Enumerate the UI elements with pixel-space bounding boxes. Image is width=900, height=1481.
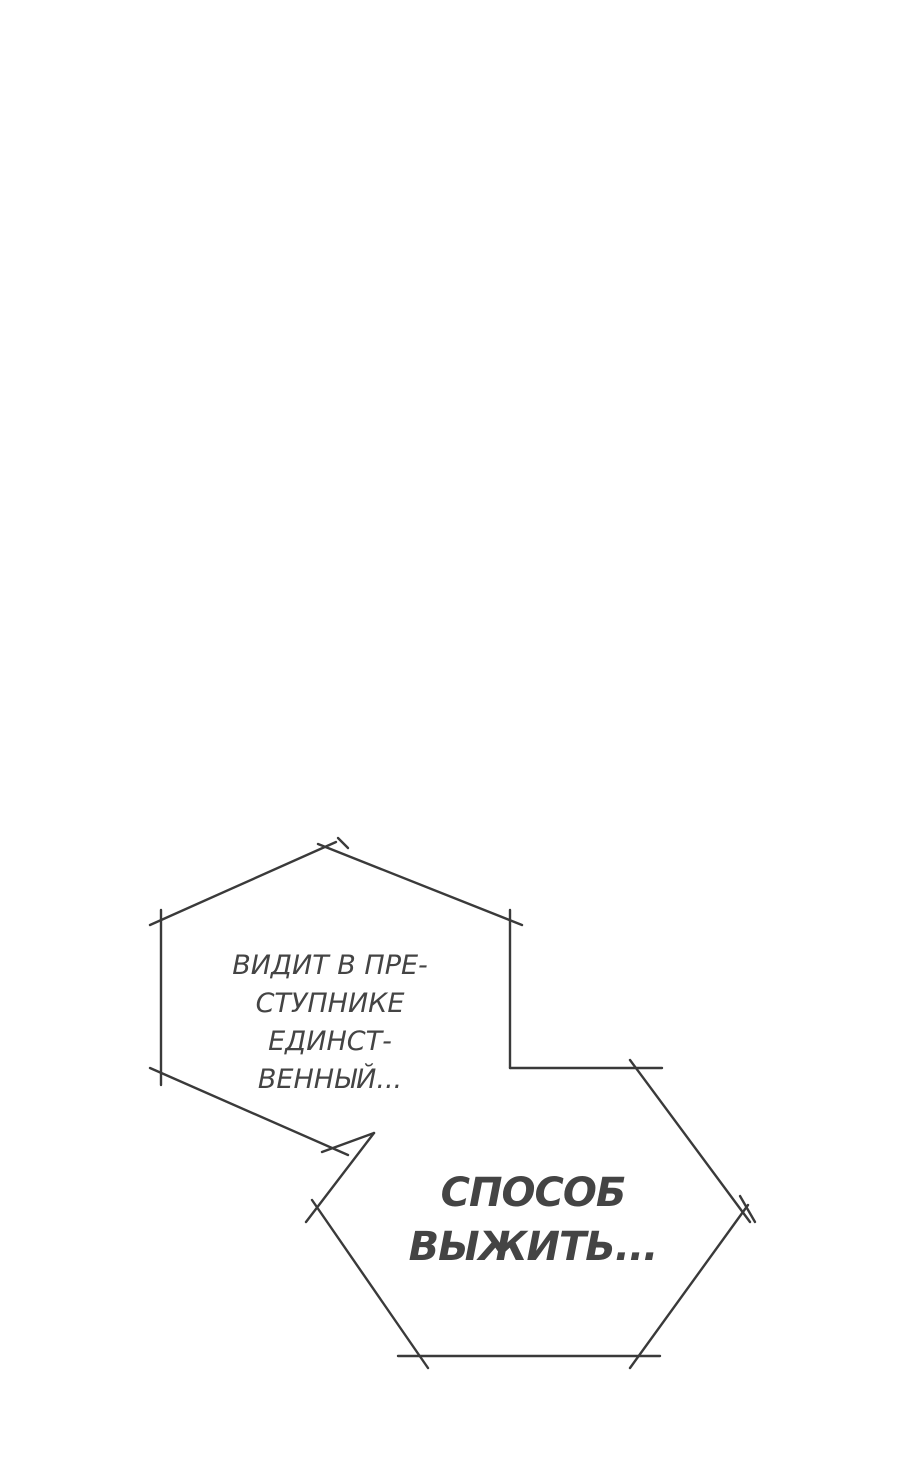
caption-top-text: видит в пре- ступнике единст- венный... (190, 947, 470, 1099)
caption-top-line-3: венный... (257, 1064, 403, 1095)
lower-bubble-outline (310, 1058, 757, 1370)
upper-bubble-outline (148, 836, 524, 1157)
caption-top-line-2: ступнике единст- (255, 988, 405, 1057)
caption-bottom-text: способ выжить... (398, 1166, 668, 1274)
caption-bottom-line-2: выжить... (408, 1224, 659, 1270)
caption-bottom-line-1: способ (440, 1170, 627, 1216)
caption-top-line-1: видит в пре- (232, 950, 428, 981)
